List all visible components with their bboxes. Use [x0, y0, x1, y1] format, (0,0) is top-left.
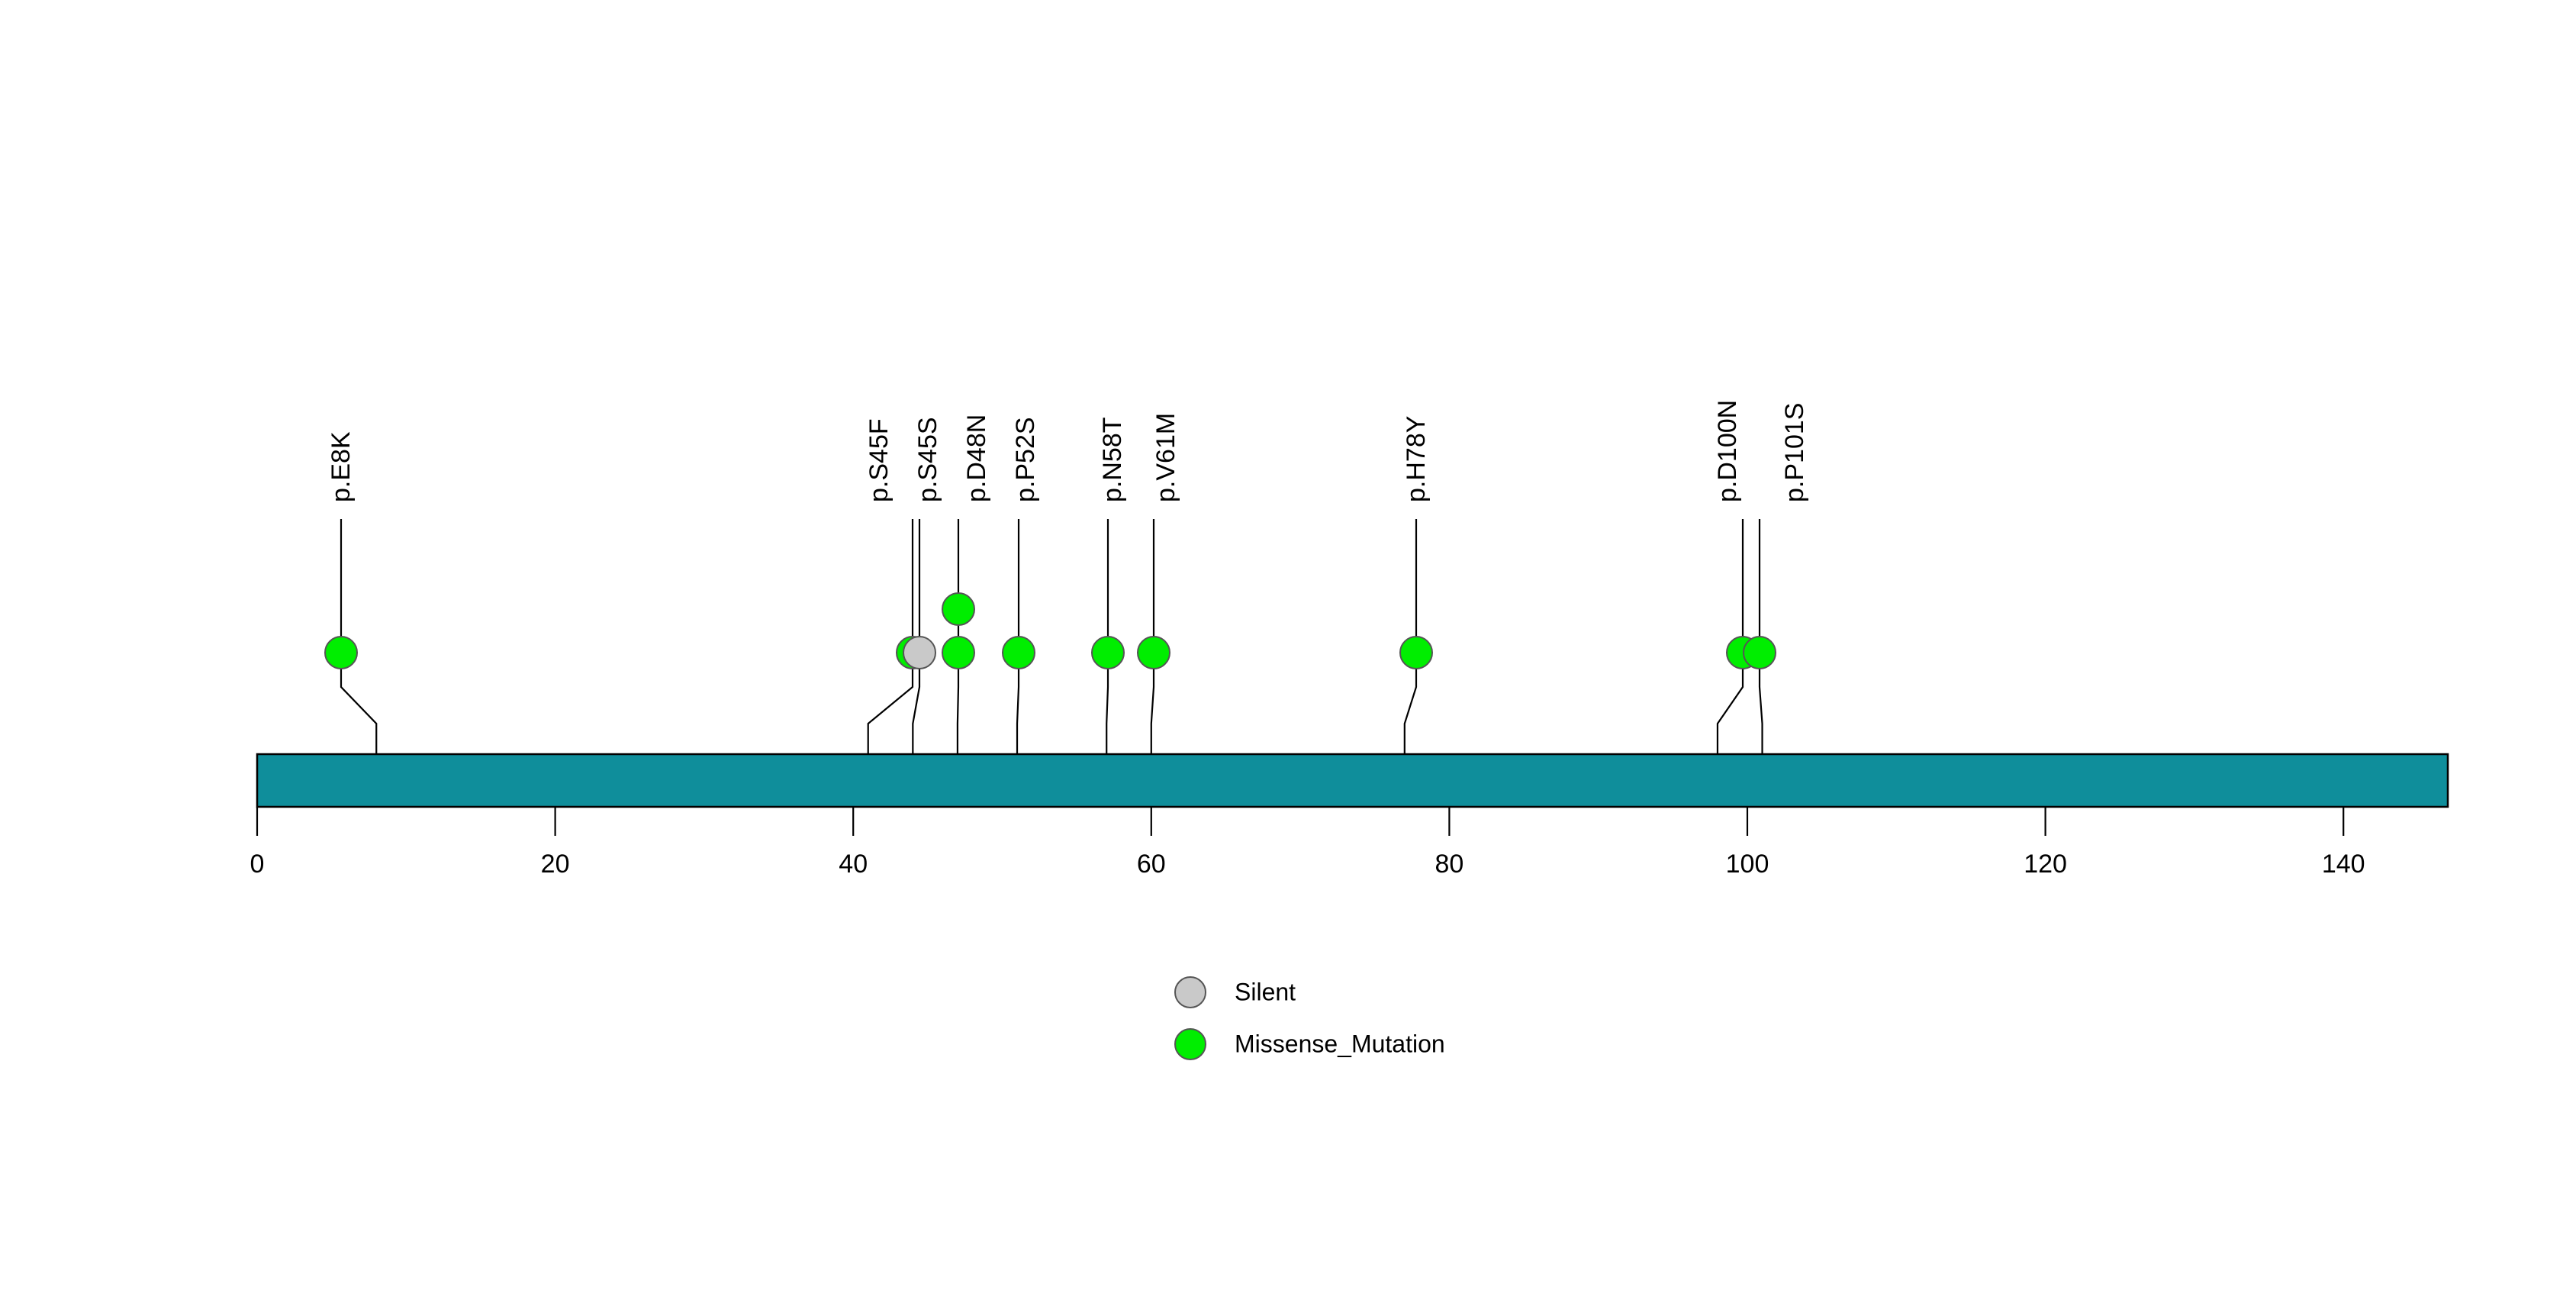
mutation-label: p.P52S — [1011, 417, 1040, 502]
mutation-label: p.S45F — [865, 418, 894, 502]
mutation-dot[interactable] — [1002, 636, 1035, 669]
axis-tick-label: 140 — [2322, 850, 2365, 879]
mutation-label: p.S45S — [913, 417, 942, 502]
mutation-dot[interactable] — [942, 592, 975, 626]
mutation-label: p.D100N — [1713, 400, 1742, 502]
mutation-dot[interactable] — [1743, 636, 1776, 669]
protein-domain-bar[interactable] — [256, 753, 2449, 808]
axis-tick-label: 20 — [541, 850, 570, 879]
mutation-dot[interactable] — [942, 636, 975, 669]
axis-tick-label: 80 — [1435, 850, 1463, 879]
legend-swatch[interactable] — [1174, 976, 1206, 1008]
legend-label: Missense_Mutation — [1235, 1030, 1445, 1057]
lollipop-labels-layer: p.E8K p.S45F p.S45S p.D48N p.P52S p.N58T p.V61… — [327, 400, 1809, 502]
mutation-dot[interactable] — [1137, 636, 1170, 669]
mutation-dot[interactable] — [903, 636, 936, 669]
axis-tick-label: 40 — [839, 850, 868, 879]
mutation-label: p.P101S — [1780, 403, 1809, 502]
mutation-dot[interactable] — [1091, 636, 1125, 669]
legend-label: Silent — [1235, 978, 1296, 1005]
mutation-dot[interactable] — [324, 636, 358, 669]
mutation-label: p.H78Y — [1402, 416, 1431, 502]
axis-tick-label: 120 — [2024, 850, 2067, 879]
x-axis: 0 20 40 60 80 100 120 140 — [250, 807, 2365, 879]
mutation-label: p.V61M — [1151, 413, 1180, 502]
mutation-dot[interactable] — [1399, 636, 1433, 669]
axis-tick-label: 60 — [1137, 850, 1166, 879]
axis-tick-label: 100 — [1726, 850, 1769, 879]
mutation-label: p.D48N — [962, 414, 991, 502]
axis-tick-label: 0 — [250, 850, 265, 879]
legend-swatch[interactable] — [1174, 1028, 1206, 1060]
mutation-label: p.E8K — [327, 431, 356, 502]
mutation-label: p.N58T — [1098, 418, 1127, 503]
lollipop-dots-layer — [324, 592, 1776, 669]
